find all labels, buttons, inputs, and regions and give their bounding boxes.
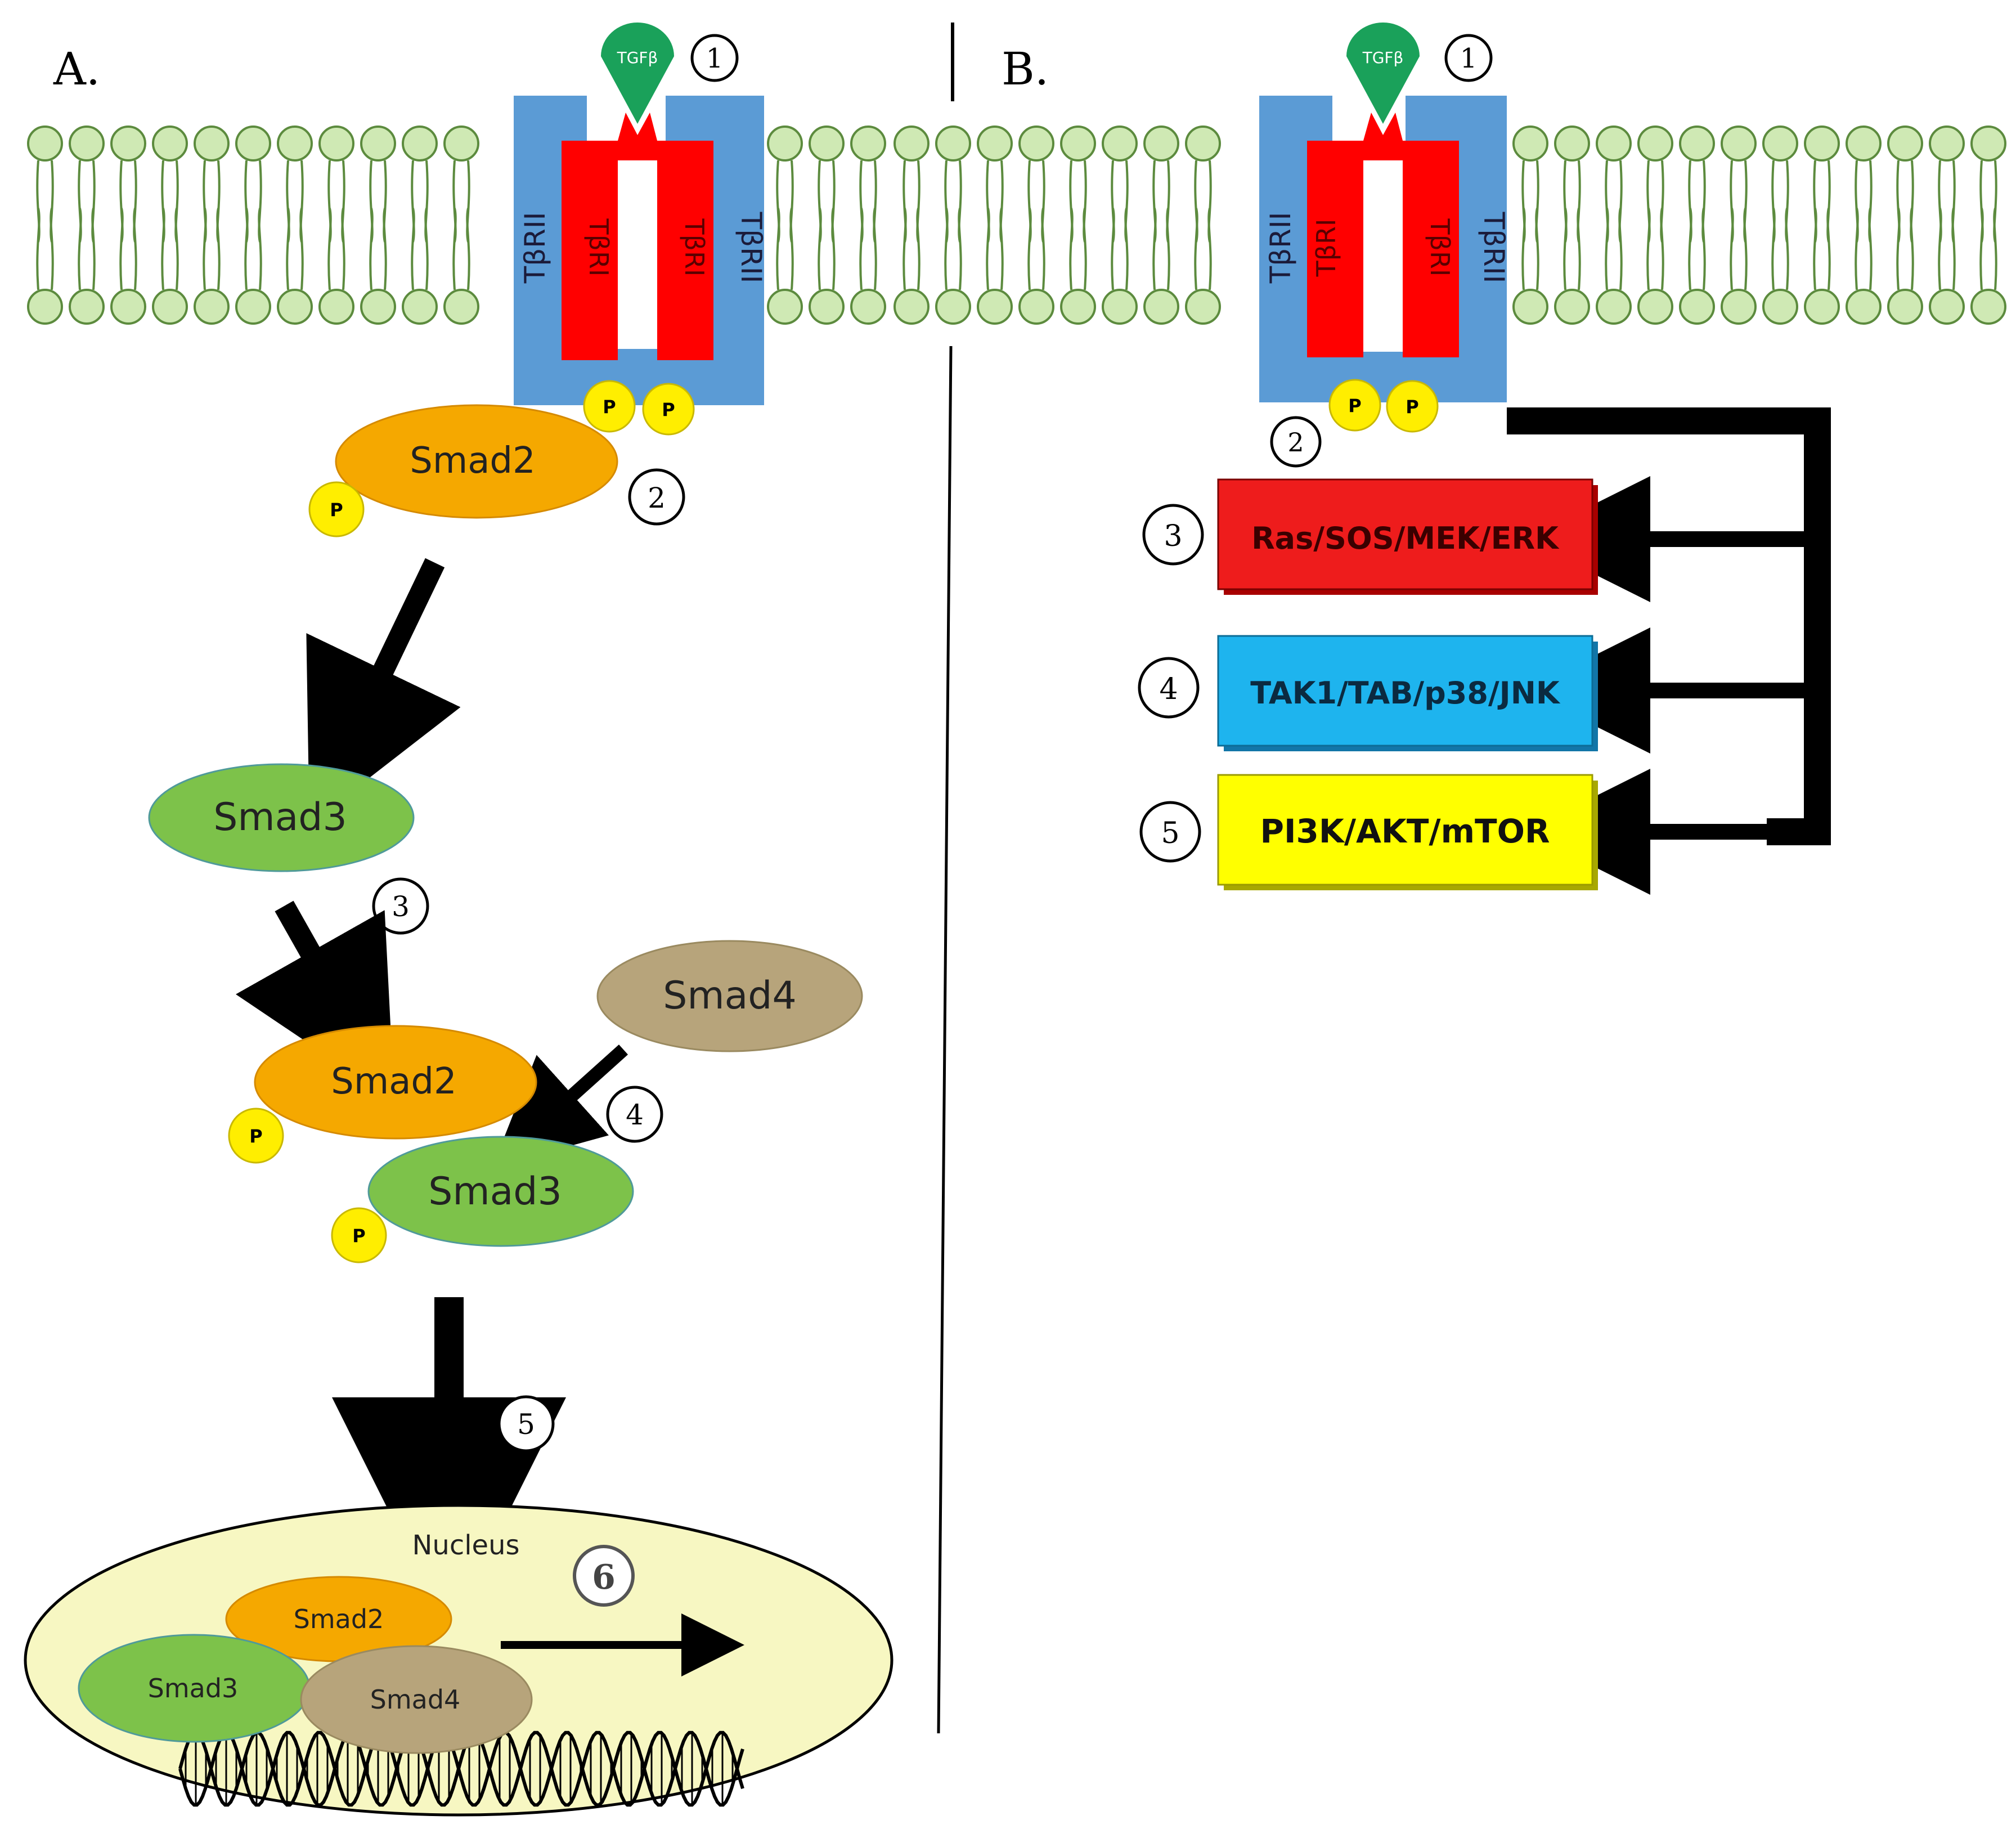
svg-text:P: P xyxy=(249,1126,262,1147)
receptor-label-tbri-a2: TβRI xyxy=(679,218,710,277)
svg-text:4: 4 xyxy=(1159,673,1178,706)
smad4-free: Smad4 xyxy=(596,940,863,1052)
svg-text:P: P xyxy=(662,399,675,420)
panel-b-label: B. xyxy=(1002,43,1049,95)
tgf-beta-ligand-b: TGFβ xyxy=(1346,23,1420,124)
receptor-label-tbrii-b1: TβRII xyxy=(1264,212,1297,284)
svg-text:3: 3 xyxy=(392,890,410,923)
svg-text:Smad3: Smad3 xyxy=(148,1673,239,1703)
step-4-a: 4 xyxy=(606,1086,663,1143)
tgf-beta-ligand-a: TGFβ xyxy=(601,23,674,124)
smad3-in-complex: Smad3 xyxy=(367,1136,634,1247)
receptor-label-tbri-a1: TβRI xyxy=(583,218,614,277)
receptor-complex-b: TGFβ TβRII TβRI TβRI TβRII xyxy=(1259,23,1510,402)
phospho-receptor-b2: P xyxy=(1386,380,1439,433)
type1-receptor-notch xyxy=(618,113,657,160)
svg-text:P: P xyxy=(352,1225,365,1247)
svg-text:TGFβ: TGFβ xyxy=(617,48,658,67)
type1-receptor-left xyxy=(562,141,618,360)
arrow-smad4-to-complex xyxy=(492,1044,628,1168)
type2-receptor-base xyxy=(514,349,764,405)
svg-text:Smad4: Smad4 xyxy=(663,974,797,1018)
svg-text:3: 3 xyxy=(1164,519,1182,553)
receptor-label-tbrii-a1: TβRII xyxy=(519,212,551,284)
smad2-nuclear: Smad2 xyxy=(225,1576,452,1662)
svg-text:5: 5 xyxy=(1161,817,1179,850)
step-2-a: 2 xyxy=(628,468,685,526)
smad3-nuclear: Smad3 xyxy=(78,1634,311,1743)
smad3-free: Smad3 xyxy=(148,763,415,872)
svg-text:Smad3: Smad3 xyxy=(428,1169,562,1214)
phospho-complex-smad2: P xyxy=(228,1108,284,1164)
panel-a-label: A. xyxy=(53,43,100,95)
pathway-connector xyxy=(1507,407,1831,895)
svg-text:Smad3: Smad3 xyxy=(213,795,347,840)
dna-helix xyxy=(178,1731,744,1807)
svg-text:5: 5 xyxy=(517,1408,535,1441)
smad4-nuclear: Smad4 xyxy=(300,1645,533,1754)
nucleus: Nucleus Smad2 Smad3 Smad4 6 xyxy=(24,1504,893,1817)
svg-text:2: 2 xyxy=(648,482,666,514)
step-6-a: 6 xyxy=(573,1545,635,1607)
smad2-at-receptor: Smad2 xyxy=(335,404,618,519)
svg-text:4: 4 xyxy=(626,1099,644,1131)
step-5-b: 5 xyxy=(1139,801,1201,863)
svg-text:6: 6 xyxy=(592,1558,616,1597)
cell-membrane-a xyxy=(27,125,886,325)
phospho-receptor-a1: P xyxy=(583,380,636,433)
phospho-smad2-a: P xyxy=(308,481,365,537)
svg-text:1: 1 xyxy=(706,43,724,74)
nucleus-label: Nucleus xyxy=(412,1530,519,1561)
step-5-a: 5 xyxy=(497,1395,555,1453)
type1-receptor-right xyxy=(657,141,713,360)
svg-text:P: P xyxy=(603,396,616,418)
receptor-label-tbri-b1: TβRI xyxy=(1311,219,1341,277)
receptor-label-tbrii-b2: TβRII xyxy=(1478,212,1510,284)
svg-text:Smad2: Smad2 xyxy=(410,440,536,482)
svg-text:P: P xyxy=(1348,395,1361,416)
svg-text:P: P xyxy=(330,499,343,521)
svg-text:P: P xyxy=(1406,396,1418,418)
svg-text:Smad2: Smad2 xyxy=(331,1061,457,1102)
step-3-b: 3 xyxy=(1142,504,1204,566)
receptor-label-tbrii-a2: TβRII xyxy=(735,212,767,284)
receptor-complex-a: TGFβ TβRII TβRI TβRI TβRII xyxy=(514,23,767,405)
phospho-receptor-b1: P xyxy=(1328,379,1381,432)
pathway-box-ras: Ras/SOS/MEK/ERK xyxy=(1217,478,1598,595)
arrow-to-complex xyxy=(235,900,394,1101)
step-4-b: 4 xyxy=(1138,657,1200,719)
step-2-b: 2 xyxy=(1270,416,1322,468)
svg-text:1: 1 xyxy=(1460,43,1478,74)
panel-divider xyxy=(937,346,953,1734)
pathway-box-pi3k: PI3K/AKT/mTOR xyxy=(1217,774,1598,890)
svg-text:Smad2: Smad2 xyxy=(294,1604,384,1634)
step-3-a: 3 xyxy=(372,877,429,935)
pathway-box-tak1: TAK1/TAB/p38/JNK xyxy=(1217,635,1598,751)
svg-text:TAK1/TAB/p38/JNK: TAK1/TAB/p38/JNK xyxy=(1250,675,1561,711)
phospho-receptor-a2: P xyxy=(642,383,695,436)
svg-text:PI3K/AKT/mTOR: PI3K/AKT/mTOR xyxy=(1260,812,1550,850)
cell-membrane-b xyxy=(893,125,2006,325)
svg-text:TGFβ: TGFβ xyxy=(1362,48,1404,67)
step-1-b: 1 xyxy=(1444,34,1493,82)
step-1-a: 1 xyxy=(690,34,739,82)
smad2-in-complex: Smad2 xyxy=(254,1025,537,1140)
svg-text:Ras/SOS/MEK/ERK: Ras/SOS/MEK/ERK xyxy=(1251,521,1560,556)
arrow-smad2-to-smad3 xyxy=(306,558,461,824)
svg-text:Smad4: Smad4 xyxy=(370,1684,461,1715)
phospho-complex-smad3: P xyxy=(331,1207,387,1263)
svg-text:2: 2 xyxy=(1287,427,1304,458)
receptor-label-tbri-b2: TβRI xyxy=(1425,218,1455,277)
